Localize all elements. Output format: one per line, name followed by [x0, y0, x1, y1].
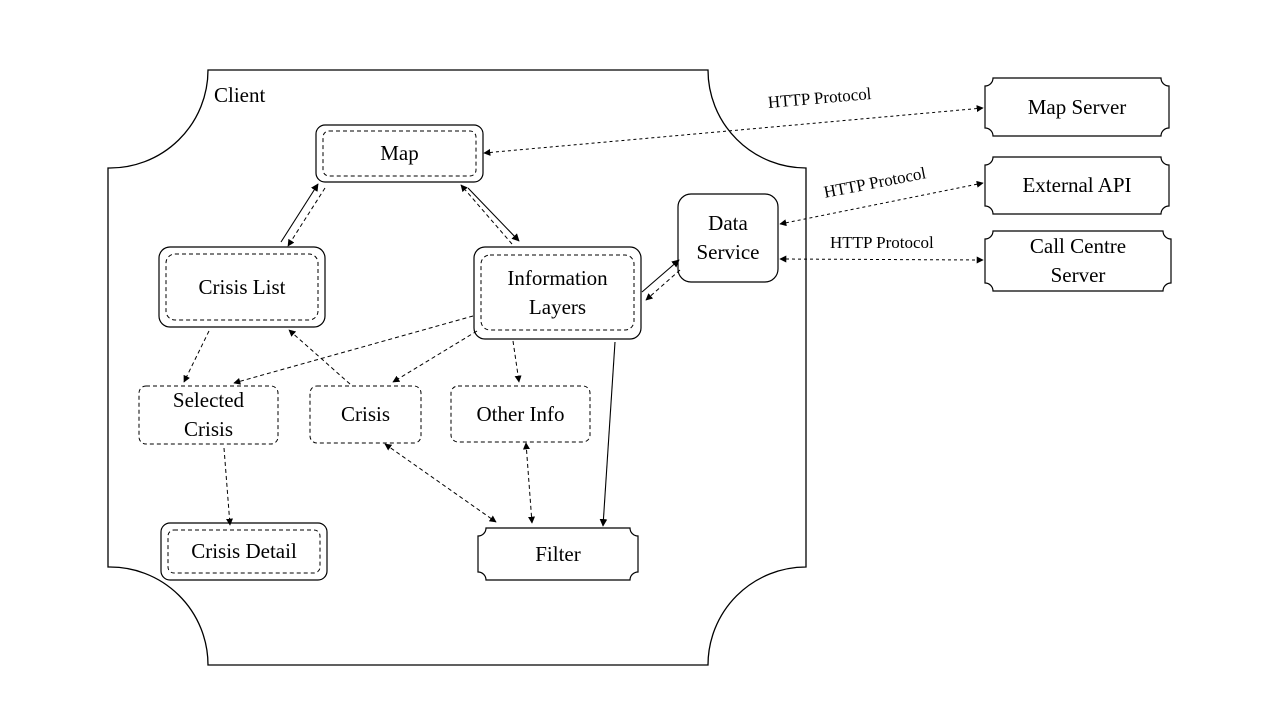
arrow-infolayers-to-filter [599, 341, 616, 527]
selected-crisis-line-2: Crisis [183, 417, 233, 441]
data-service-label: Data Service [678, 194, 778, 282]
arrow-map-mapserver [483, 105, 984, 156]
data-service-line-1: Data [708, 211, 748, 235]
arrow-infolayers-to-crisis [392, 330, 478, 383]
external-api-label: External API [1022, 173, 1132, 197]
arrow-dataservice-to-infolayers [645, 269, 681, 301]
data-service-box [677, 193, 779, 283]
arrow-crisislist-to-map [280, 183, 319, 243]
crisis-detail-label: Crisis Detail [191, 539, 297, 563]
arrow-crisis-to-crisislist [288, 329, 351, 385]
arrow-selected-to-detail [223, 447, 233, 526]
information-layers-line-1: Information [507, 266, 608, 290]
crisis-label: Crisis [340, 402, 390, 426]
arrow-map-to-crisislist [287, 187, 326, 247]
call-centre-server-box [984, 230, 1172, 292]
data-service-line-2: Service [696, 240, 760, 264]
filter-label: Filter [535, 541, 581, 566]
filter-box [477, 527, 639, 581]
selected-crisis-line-1: Selected [172, 388, 245, 412]
information-layers-line-2: Layers [528, 295, 587, 319]
other-info-label: Other Info [476, 401, 565, 426]
selected-crisis-box [138, 385, 279, 445]
information-layers-label: Information Layers [474, 247, 641, 339]
call-centre-line-1: Call Centre [1029, 234, 1127, 258]
information-layers-box [473, 246, 642, 340]
map-box [315, 124, 484, 183]
external-api-box [984, 156, 1170, 215]
arrow-crisis-filter [384, 443, 497, 523]
crisis-list-label: Crisis List [198, 274, 286, 299]
arrow-otherinfo-filter [522, 442, 536, 524]
crisis-list-box [158, 246, 326, 328]
arrow-dataservice-externalapi [779, 180, 984, 227]
other-info-box [450, 385, 591, 443]
client-title: Client [214, 83, 266, 107]
arrow-infolayers-to-otherinfo [512, 340, 522, 383]
map-label: Map [380, 141, 419, 165]
arrow-infolayers-to-dataservice [641, 259, 680, 293]
arrow-infolayers-to-map [460, 184, 513, 245]
arrow-map-to-infolayers [467, 187, 520, 242]
map-server-box [984, 77, 1170, 137]
crisis-detail-box [160, 522, 328, 581]
call-centre-line-2: Server [1050, 263, 1106, 287]
arrow-dataservice-callcentre [779, 255, 984, 264]
call-centre-server-label: Call Centre Server [985, 231, 1171, 291]
crisis-box [309, 385, 422, 444]
arrow-infolayers-to-selected [233, 315, 474, 385]
selected-crisis-label: Selected Crisis [139, 386, 278, 444]
call-centre-protocol-label: HTTP Protocol [830, 233, 934, 252]
arrow-crisislist-to-selected [183, 330, 210, 383]
map-server-label: Map Server [1027, 94, 1127, 119]
